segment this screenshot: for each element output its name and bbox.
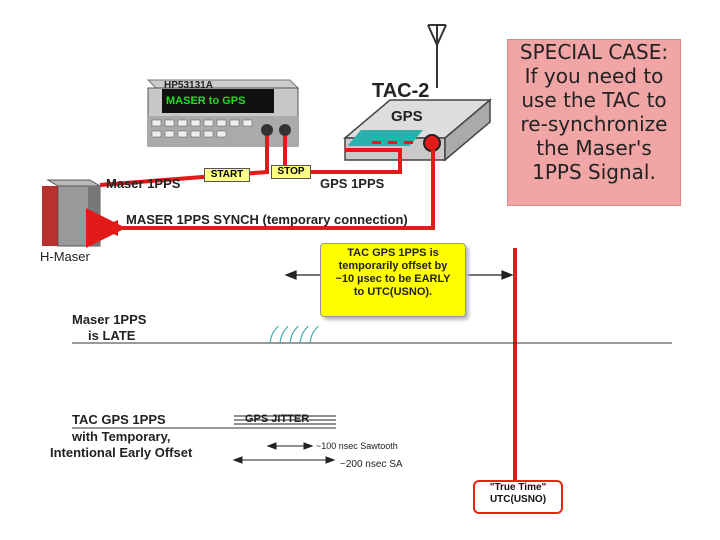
maser-pulse-icon bbox=[269, 325, 319, 344]
gps-jitter-label: GPS JITTER bbox=[245, 413, 310, 425]
gps-jitter-stripes bbox=[234, 415, 336, 425]
gps-1pps-label: GPS 1PPS bbox=[320, 176, 385, 191]
antenna-icon bbox=[427, 24, 447, 88]
maser-late-line2: is LATE bbox=[88, 328, 136, 343]
maser-late-line1: Maser 1PPS bbox=[72, 312, 147, 327]
tac-offset-line3: Intentional Early Offset bbox=[50, 445, 193, 460]
callout-line: to UTC(USNO). bbox=[353, 286, 433, 298]
callout-line: TAC GPS 1PPS is bbox=[347, 247, 439, 259]
start-tag: START bbox=[204, 168, 250, 182]
maser-1pps-label: Maser 1PPS bbox=[106, 176, 181, 191]
tac-offset-line1: TAC GPS 1PPS bbox=[72, 412, 166, 427]
special-line: SPECIAL CASE: bbox=[519, 40, 669, 64]
special-line: 1PPS Signal. bbox=[532, 160, 656, 184]
special-case-box: SPECIAL CASE: If you need to use the TAC… bbox=[507, 39, 681, 206]
tac-offset-line2: with Temporary, bbox=[72, 429, 171, 444]
special-line: re-synchronize bbox=[520, 112, 668, 136]
h-maser-label: H-Maser bbox=[40, 249, 90, 264]
counter-display-text: MASER to GPS bbox=[166, 95, 246, 107]
utc-line: UTC(USNO) bbox=[489, 494, 547, 505]
special-line: use the TAC to bbox=[521, 88, 667, 112]
offset-callout: TAC GPS 1PPS is temporarily offset by ~1… bbox=[320, 243, 466, 317]
special-line: the Maser's bbox=[536, 136, 652, 160]
maser-1pps-cable bbox=[99, 136, 269, 187]
sa-arrow bbox=[232, 456, 336, 464]
h-maser-icon bbox=[42, 179, 102, 247]
maser-synch-cable bbox=[86, 150, 435, 248]
counter-model: HP53131A bbox=[164, 80, 213, 91]
tac-2-box-icon bbox=[342, 98, 493, 162]
utc-usno-box: "True Time" UTC(USNO) bbox=[473, 480, 563, 514]
tac-title: TAC-2 bbox=[372, 80, 430, 102]
signal-cables bbox=[86, 136, 517, 480]
sawtooth-label: ~100 nsec Sawtooth bbox=[316, 441, 398, 451]
gps-1pps-cable bbox=[283, 136, 402, 174]
callout-line: ~10 µsec to be EARLY bbox=[335, 273, 451, 285]
stop-tag: STOP bbox=[271, 165, 311, 179]
sawtooth-arrow bbox=[266, 442, 314, 450]
tac-gps-label: GPS bbox=[391, 108, 423, 125]
sa-label: ~200 nsec SA bbox=[340, 459, 403, 470]
special-line: If you need to bbox=[524, 64, 664, 88]
synch-arrow-head bbox=[100, 220, 118, 236]
synch-label: MASER 1PPS SYNCH (temporary connection) bbox=[126, 212, 408, 227]
utc-line: "True Time" bbox=[489, 482, 547, 493]
counter-display bbox=[162, 89, 274, 113]
callout-line: temporarily offset by bbox=[338, 260, 448, 272]
